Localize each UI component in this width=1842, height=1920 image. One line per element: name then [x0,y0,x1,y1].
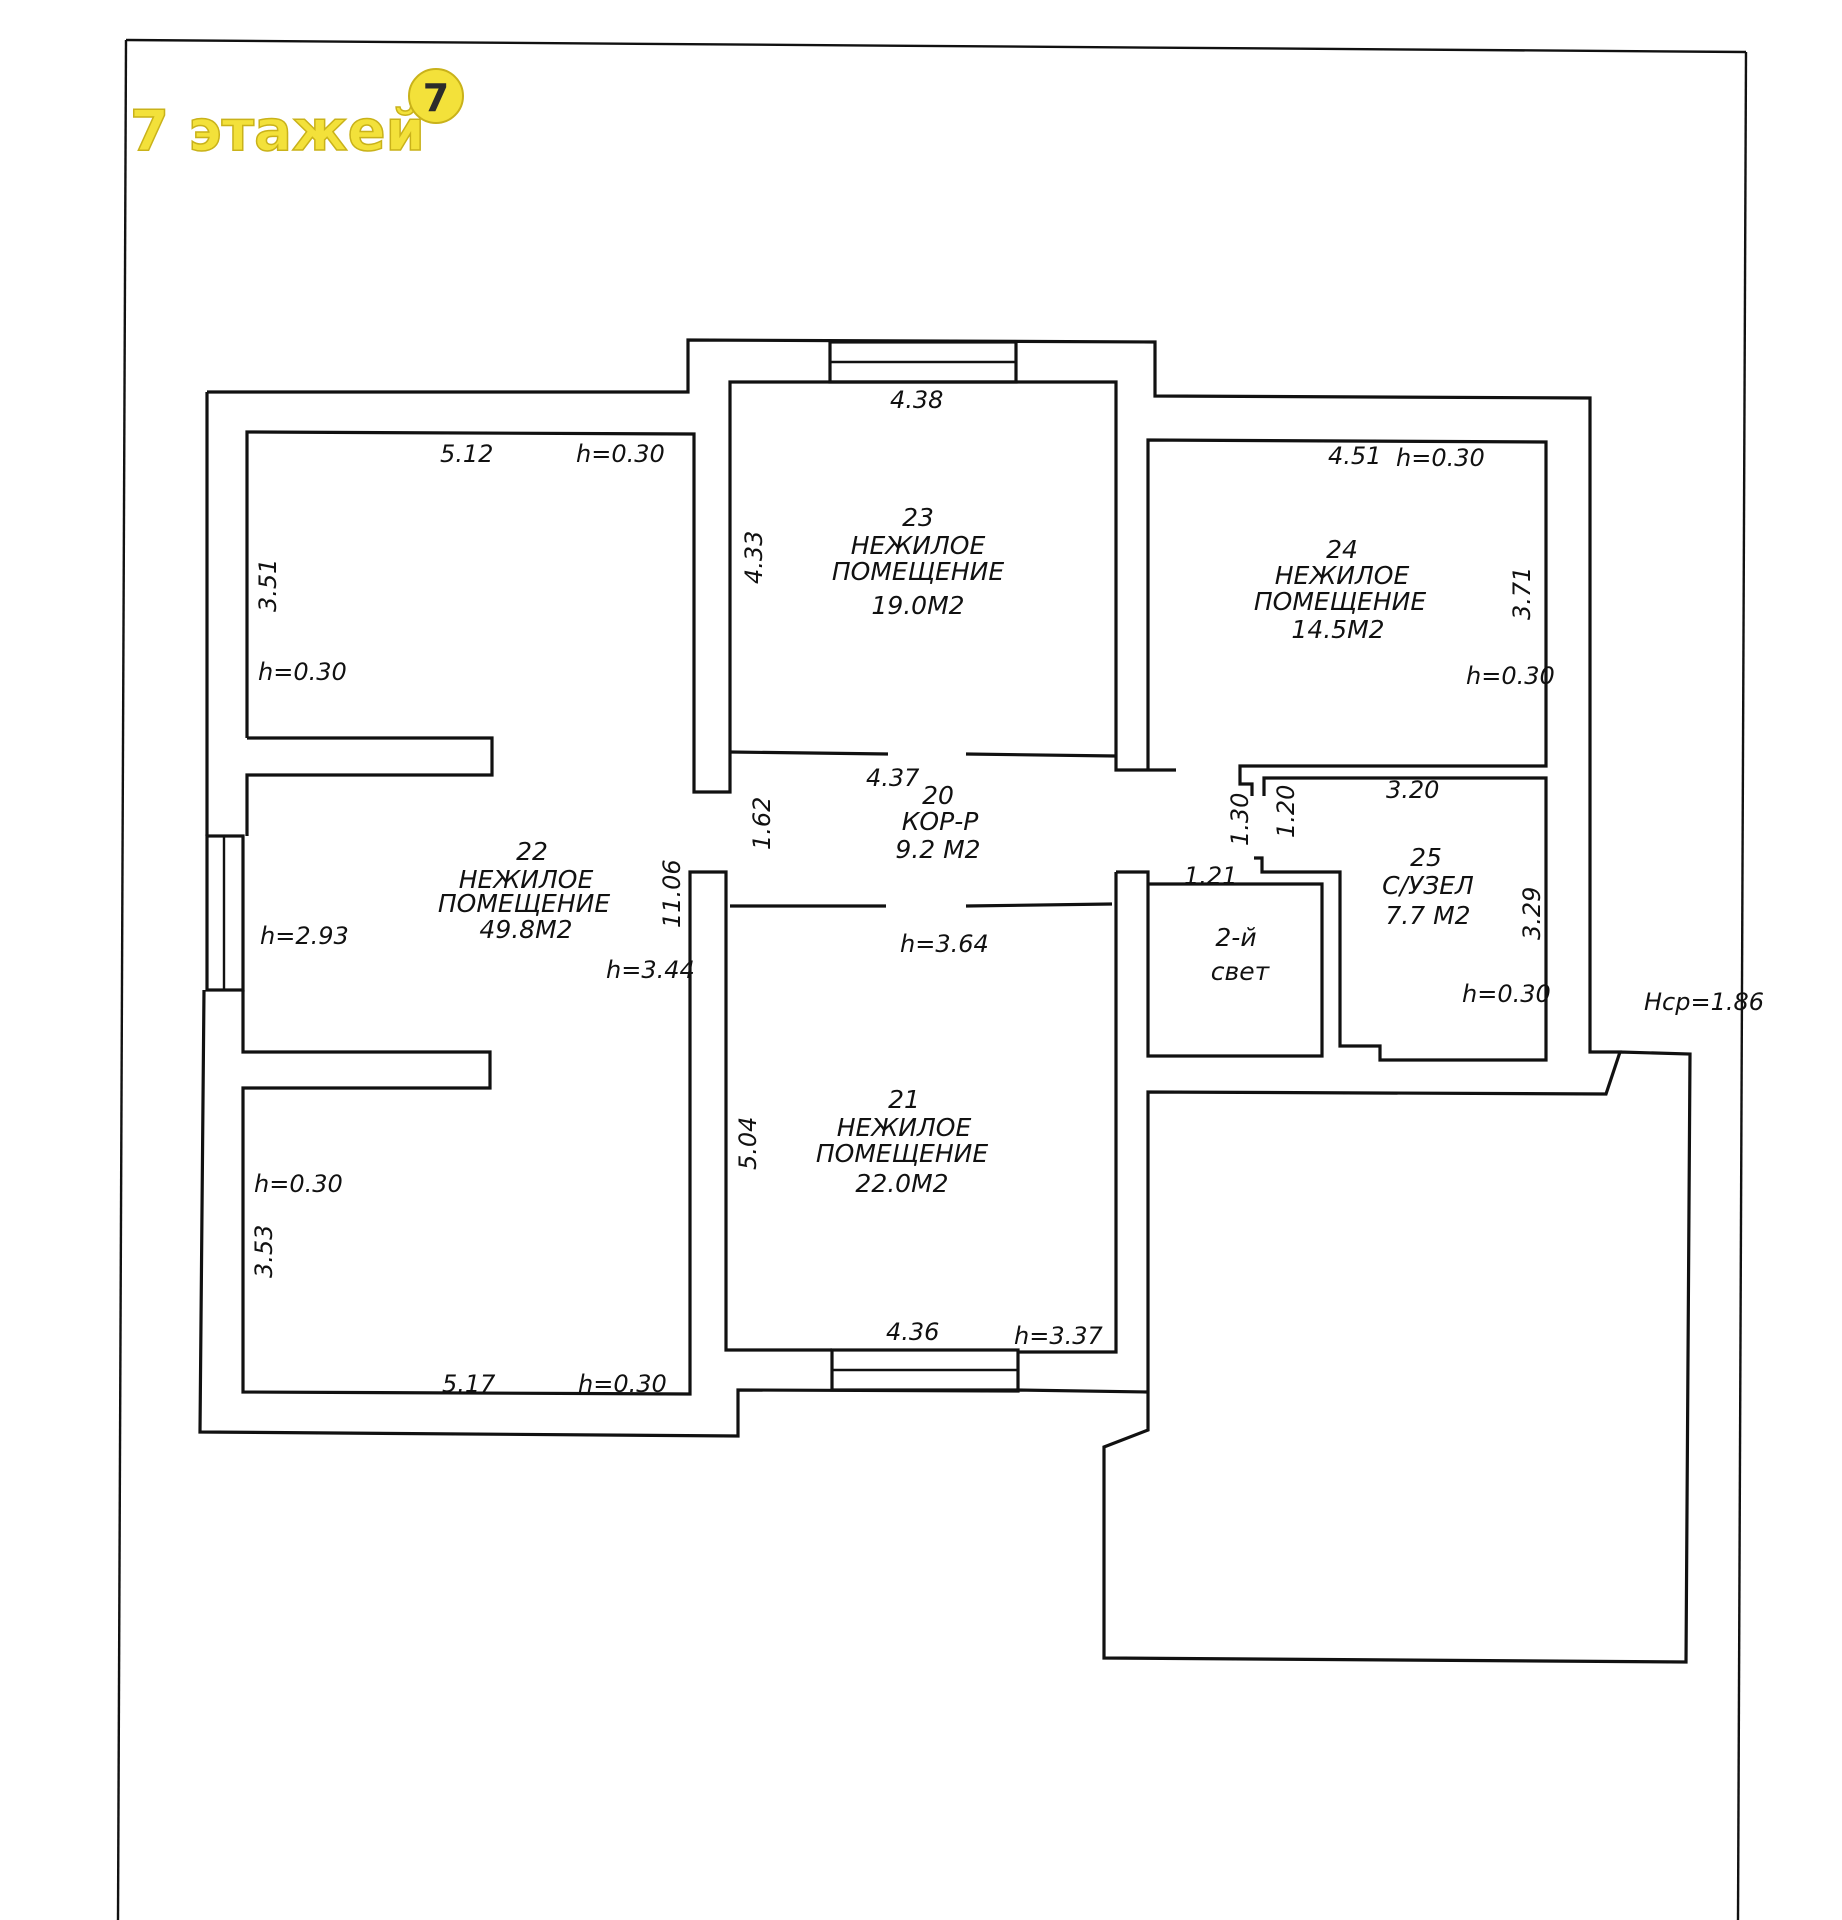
svg-text:7.7 М2: 7.7 М2 [1385,901,1470,930]
room-22-label: 22 НЕЖИЛОЕ ПОМЕЩЕНИЕ 49.8М2 [438,837,610,944]
left-window [205,834,245,992]
svg-text:1.62: 1.62 [748,797,776,850]
svg-text:3.71: 3.71 [1508,567,1536,620]
svg-text:1.21: 1.21 [1184,862,1237,890]
svg-text:24: 24 [1326,535,1358,564]
top-window [828,340,1018,384]
svg-text:23: 23 [902,503,934,532]
svg-text:КОР-Р: КОР-Р [902,807,980,836]
svg-text:Hср=1.86: Hср=1.86 [1644,988,1764,1016]
second-light-void [1116,870,1324,1058]
room-22-mid-partition-2 [241,870,832,1396]
room-24-walls [1146,438,1548,796]
svg-text:НЕЖИЛОЕ: НЕЖИЛОЕ [837,1113,972,1142]
svg-text:h=0.30: h=0.30 [258,658,347,686]
svg-text:ПОМЕЩЕНИЕ: ПОМЕЩЕНИЕ [1254,587,1426,616]
svg-text:ПОМЕЩЕНИЕ: ПОМЕЩЕНИЕ [832,557,1004,586]
svg-text:3.53: 3.53 [250,1225,278,1278]
room-21-label: 21 НЕЖИЛОЕ ПОМЕЩЕНИЕ 22.0М2 [816,1085,988,1198]
logo-badge-icon [408,68,464,124]
svg-text:22.0М2: 22.0М2 [855,1169,948,1198]
svg-text:С/УЗЕЛ: С/УЗЕЛ [1382,871,1474,900]
second-light-label: 2-й свет [1211,923,1271,986]
svg-text:11.06: 11.06 [658,859,686,928]
room-20-label: 20 КОР-Р 9.2 М2 [895,781,980,864]
svg-text:4.33: 4.33 [740,531,768,584]
svg-text:h=0.30: h=0.30 [578,1370,667,1398]
room-23-door-left [729,750,889,756]
svg-text:1.20: 1.20 [1272,785,1300,838]
svg-text:НЕЖИЛОЕ: НЕЖИЛОЕ [851,531,986,560]
room-25-walls [1254,776,1548,1062]
svg-text:5.04: 5.04 [734,1117,762,1170]
svg-text:5.17: 5.17 [442,1370,496,1398]
svg-text:4.51: 4.51 [1328,442,1381,470]
svg-text:h=0.30: h=0.30 [254,1170,343,1198]
room-23-walls [1016,380,1148,772]
svg-text:25: 25 [1410,843,1442,872]
svg-text:h=0.30: h=0.30 [576,440,665,468]
svg-text:20: 20 [922,781,954,810]
svg-text:1.30: 1.30 [1226,793,1254,846]
svg-text:14.5М2: 14.5М2 [1291,615,1384,644]
svg-text:ПОМЕЩЕНИЕ: ПОМЕЩЕНИЕ [816,1139,988,1168]
sheet-frame [116,38,1748,1920]
room-23-label: 23 НЕЖИЛОЕ ПОМЕЩЕНИЕ 19.0М2 [832,503,1004,620]
svg-text:h=0.30: h=0.30 [1466,662,1555,690]
dimension-labels: 4.38 5.12 h=0.30 4.51 h=0.30 3.51 4.33 3… [250,386,1764,1398]
svg-text:ПОМЕЩЕНИЕ: ПОМЕЩЕНИЕ [438,889,610,918]
room-22-mid-partition-1 [245,736,494,836]
svg-text:НЕЖИЛОЕ: НЕЖИЛОЕ [459,865,594,894]
svg-text:h=2.93: h=2.93 [260,922,349,950]
svg-text:НЕЖИЛОЕ: НЕЖИЛОЕ [1275,561,1410,590]
svg-text:4.38: 4.38 [890,386,943,414]
room-22-upper-inner [245,380,1016,794]
svg-text:3.29: 3.29 [1518,887,1546,940]
bottom-window [830,1348,1020,1392]
svg-text:9.2 М2: 9.2 М2 [895,835,980,864]
room-23-door-right [965,752,1117,758]
logo-badge-text: 7 [423,76,449,120]
svg-text:h=0.30: h=0.30 [1396,444,1485,472]
svg-text:19.0М2: 19.0М2 [871,591,964,620]
svg-text:h=0.30: h=0.30 [1462,980,1551,1008]
svg-text:свет: свет [1211,957,1271,986]
svg-text:3.51: 3.51 [254,559,282,612]
room-25-label: 25 С/УЗЕЛ 7.7 М2 [1382,843,1474,930]
svg-text:49.8М2: 49.8М2 [479,915,572,944]
svg-text:4.37: 4.37 [866,764,920,792]
svg-text:22: 22 [516,837,548,866]
logo: 7 этажей 7 [129,68,464,165]
void-outer [1018,872,1118,1354]
svg-text:h=3.37: h=3.37 [1014,1322,1103,1350]
room-24-label: 24 НЕЖИЛОЕ ПОМЕЩЕНИЕ 14.5М2 [1254,535,1426,644]
svg-text:5.12: 5.12 [440,440,493,468]
svg-text:h=3.44: h=3.44 [606,956,695,984]
logo-text: 7 этажей [130,99,425,164]
svg-text:2-й: 2-й [1215,923,1256,952]
svg-text:4.36: 4.36 [886,1318,939,1346]
svg-text:21: 21 [888,1085,920,1114]
svg-text:3.20: 3.20 [1386,776,1439,804]
room-21-door-right [965,902,1113,908]
svg-text:h=3.64: h=3.64 [900,930,989,958]
